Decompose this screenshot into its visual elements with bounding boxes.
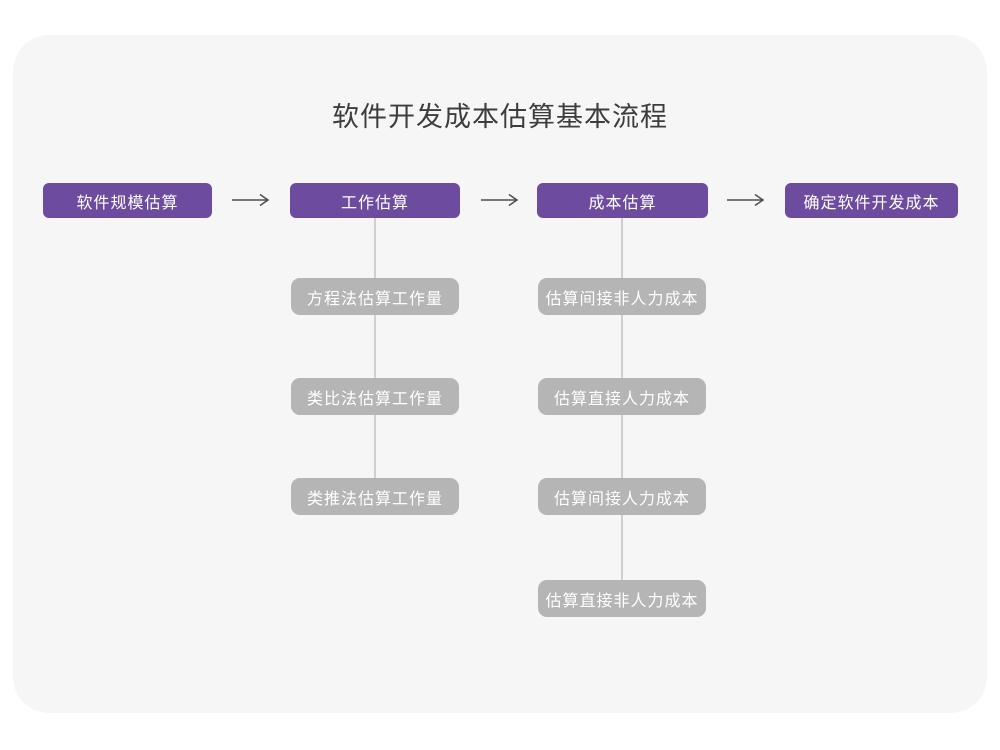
connector-line-work-estimation (374, 218, 376, 498)
sub-node-extrapolation-method: 类推法估算工作量 (291, 478, 459, 515)
flow-node-cost-estimation: 成本估算 (537, 183, 708, 218)
flow-node-work-estimation: 工作估算 (290, 183, 460, 218)
arrow-right-icon (726, 193, 766, 207)
sub-node-equation-method: 方程法估算工作量 (291, 278, 459, 315)
arrow-right-icon (231, 193, 271, 207)
flow-node-determine-software-dev-cost: 确定软件开发成本 (785, 183, 958, 218)
sub-node-indirect-labor-cost: 估算间接人力成本 (538, 478, 706, 515)
page-title: 软件开发成本估算基本流程 (332, 102, 668, 132)
flow-node-software-scale-estimation: 软件规模估算 (43, 183, 212, 218)
arrow-right-icon (480, 193, 520, 207)
diagram-card (13, 35, 987, 713)
sub-node-direct-non-labor-cost: 估算直接非人力成本 (538, 580, 706, 617)
sub-node-indirect-non-labor-cost: 估算间接非人力成本 (538, 278, 706, 315)
sub-node-analogy-method: 类比法估算工作量 (291, 378, 459, 415)
sub-node-direct-labor-cost: 估算直接人力成本 (538, 378, 706, 415)
